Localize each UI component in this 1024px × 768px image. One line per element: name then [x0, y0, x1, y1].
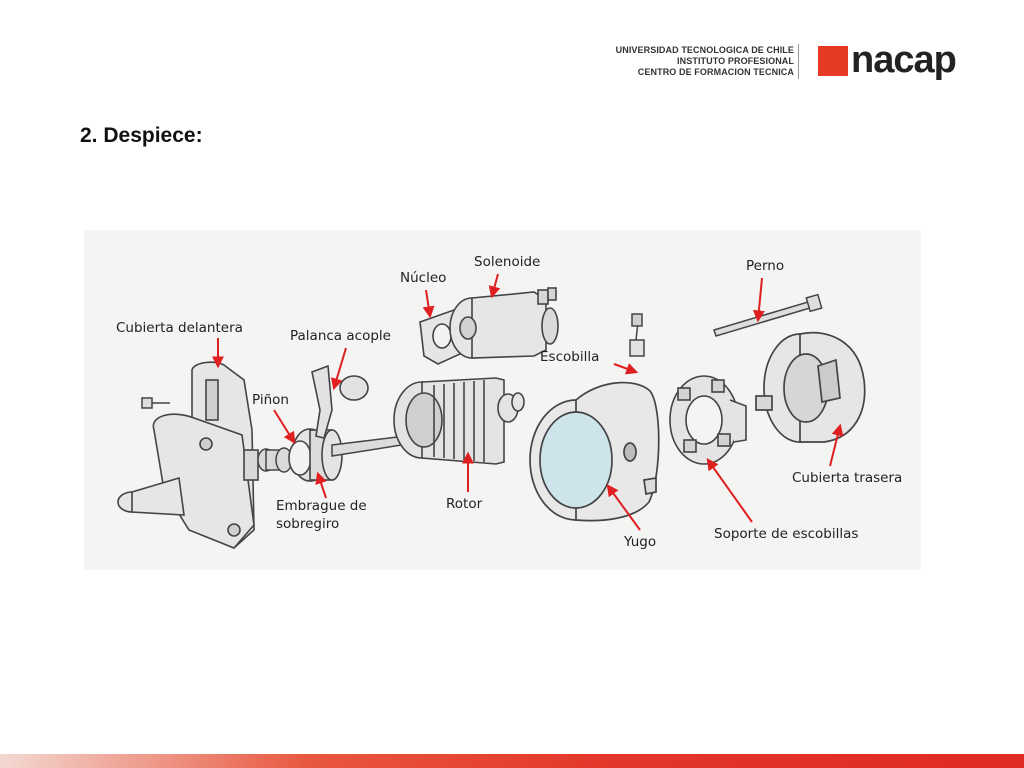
logo-text: nacap: [851, 39, 957, 81]
label-front-cover: Cubierta delantera: [116, 320, 243, 336]
starter-exploded-diagram: Cubierta delantera Palanca acople Núcleo…: [84, 230, 921, 570]
label-coupling-lever: Palanca acople: [290, 328, 391, 344]
front-housing-part: [117, 361, 259, 549]
coupling-lever-part: [311, 364, 369, 439]
label-pinion: Piñon: [252, 392, 289, 408]
arrow-brush-holder: [706, 458, 753, 523]
yoke-part: [529, 381, 660, 522]
pinion-shaft: [257, 447, 293, 473]
arrow-rear-cover: [829, 423, 844, 467]
pinion-clutch-part: [288, 428, 343, 482]
institution-line-3: CENTRO DE FORMACION TECNICA: [637, 67, 794, 77]
label-brush-holder: Soporte de escobillas: [714, 526, 858, 542]
label-rear-cover: Cubierta trasera: [792, 470, 902, 486]
arrow-coupling-lever: [331, 347, 347, 391]
rear-cover-part: [755, 331, 866, 443]
label-rotor: Rotor: [446, 496, 483, 512]
arrow-yoke: [606, 484, 641, 531]
label-clutch-line-2: sobregiro: [276, 516, 339, 532]
arrow-clutch: [315, 471, 327, 499]
brush-holder-part: [669, 375, 747, 465]
footer-color-bar: [0, 754, 1024, 768]
logo-mark: [818, 46, 848, 76]
label-solenoid: Solenoide: [474, 254, 540, 270]
page-title: 2. Despiece:: [80, 124, 203, 147]
arrow-bolt: [752, 277, 765, 323]
label-brush: Escobilla: [540, 349, 599, 365]
arrow-solenoid: [488, 273, 501, 299]
diagram-svg: Cubierta delantera Palanca acople Núcleo…: [116, 254, 902, 550]
label-yoke: Yugo: [623, 534, 656, 550]
small-bolt: [141, 397, 170, 409]
institution-header: UNIVERSIDAD TECNOLOGICA DE CHILE INSTITU…: [616, 45, 794, 78]
brush-part: [629, 313, 645, 357]
arrow-brush: [613, 363, 639, 375]
institution-line-2: INSTITUTO PROFESIONAL: [677, 56, 794, 66]
arrow-core: [422, 289, 435, 319]
label-bolt: Perno: [746, 258, 784, 274]
institution-line-1: UNIVERSIDAD TECNOLOGICA DE CHILE: [615, 45, 794, 55]
arrow-pinion: [273, 409, 296, 445]
rotor-part: [393, 377, 525, 465]
through-bolt-part: [713, 293, 823, 337]
inacap-logo: nacap: [818, 39, 968, 86]
header-divider: [798, 44, 799, 79]
label-clutch-line-1: Embrague de: [276, 498, 367, 514]
solenoid-part: [449, 287, 559, 359]
label-core: Núcleo: [400, 270, 446, 286]
